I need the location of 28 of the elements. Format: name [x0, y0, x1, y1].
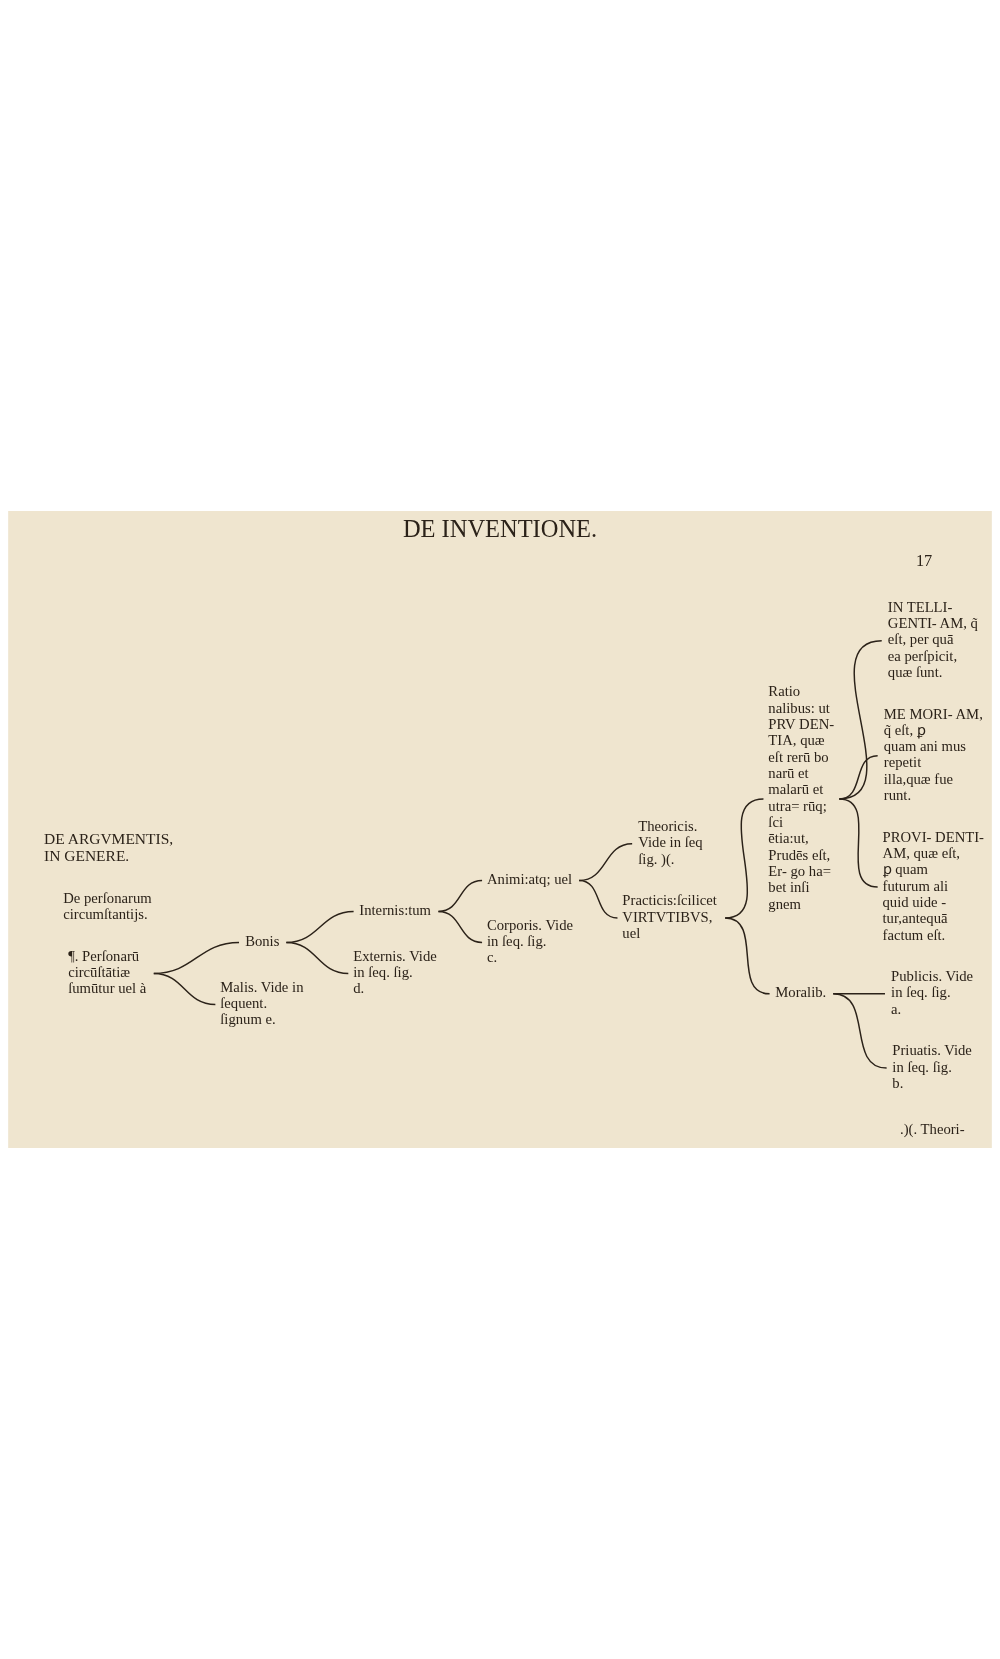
node-text: Publicis. Vide in ſeq. ſig. a.: [891, 968, 974, 1017]
label: De perſonarum circumſtantijs.: [63, 889, 152, 923]
connector: [838, 798, 879, 888]
diagram-title: DE INVENTIONE.: [402, 515, 598, 543]
node-text: Practicis:ſcilicet VIRTVTIBVS, uel: [622, 892, 717, 941]
connector: [153, 972, 217, 1006]
node-text: Corporis. Vide in ſeq. ſig. c.: [486, 916, 574, 966]
connector: [724, 917, 771, 995]
node-text: Moralib.: [775, 984, 827, 1001]
node-text: Animi:atq; uel: [486, 871, 573, 888]
label: .)(. Theori-: [900, 1120, 965, 1137]
connector: [578, 879, 619, 919]
connector: [832, 993, 888, 1069]
connector: [285, 941, 350, 975]
connector: [437, 910, 483, 944]
label: DE ARGVMENTIS, IN GENERE.: [44, 829, 174, 865]
node-text: Externis. Vide in ſeq. ſig. d.: [353, 947, 437, 997]
node-text: Malis. Vide in ſequent. ſignum e.: [220, 978, 304, 1028]
node-text: ME MORI- AM, q̃ eſt, ꝑ quam ani mus repetit illa,quæ fue runt.: [883, 705, 983, 804]
node-text: Ratio nalibus: ut PRV DEN- TIA, quæ eſt rerū bo narū et malarū et utra= rūq; ſci ētia:ut, Prudēs eſt, Er- go ha= bet inſi gnem: [768, 683, 835, 912]
node-text: Priuatis. Vide in ſeq. ſig. b.: [892, 1042, 972, 1091]
node-text: Internis:tum: [359, 902, 432, 919]
label: 17: [915, 551, 933, 571]
node-text: PROVI- DENTI- AM, quæ eſt, ꝑ quam futurum ali quid uide - tur,antequā factum eſt.: [882, 828, 985, 943]
node-text: Bonis: [245, 933, 280, 950]
node-text: Theoricis. Vide in ſeq ſig. )(.: [638, 818, 703, 867]
node-text: IN TELLI- GENTI- AM, q̃ eſt, per quā ea perſpicit, quæ ſunt.: [887, 598, 978, 680]
node-text: ¶. Perſonarū circūſtātiæ ſumūtur uel à: [68, 947, 147, 997]
